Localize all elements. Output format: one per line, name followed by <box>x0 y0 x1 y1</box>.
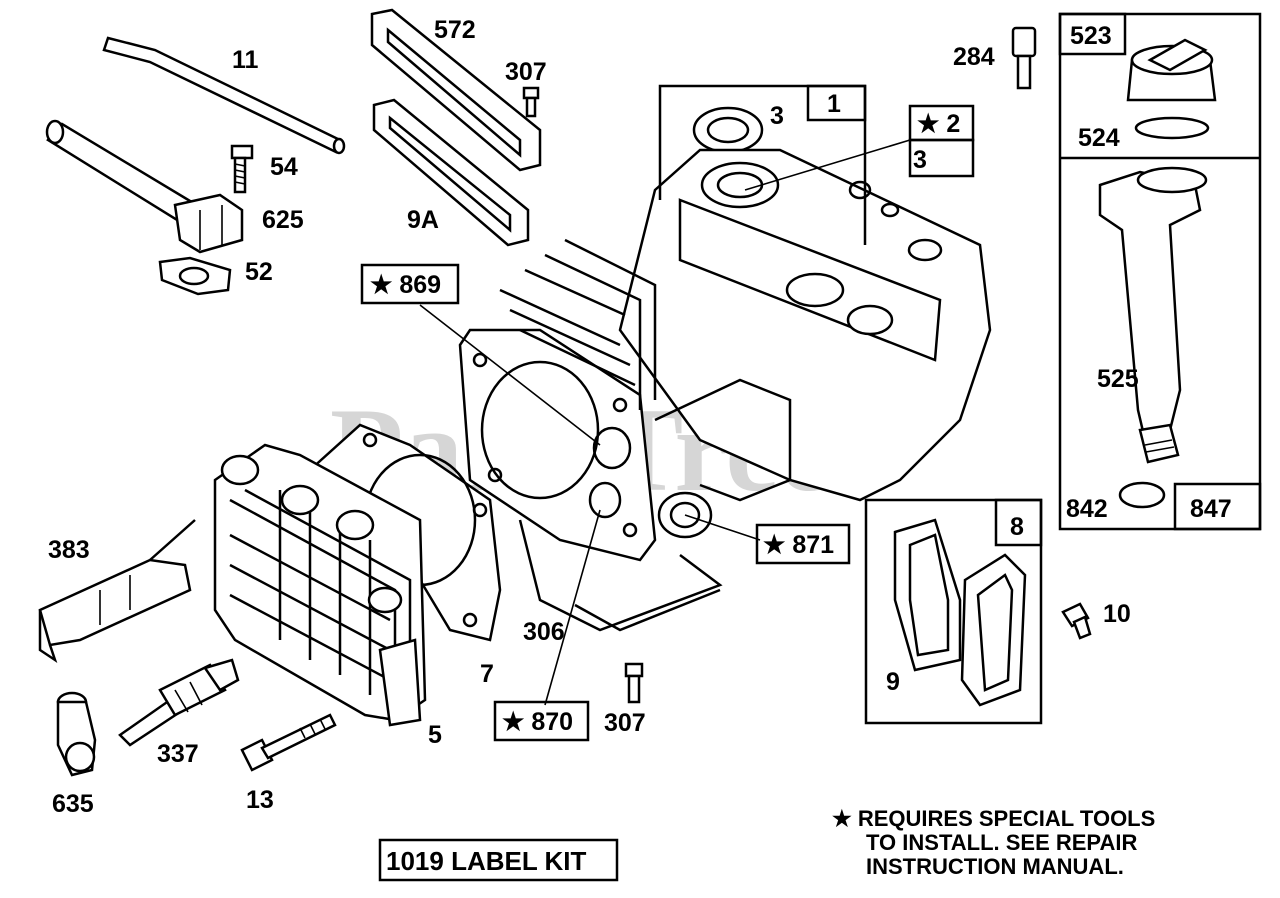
oring-part-524[interactable] <box>1134 116 1210 140</box>
kit-box-8 <box>864 498 1043 725</box>
gasket-part-9a[interactable] <box>372 98 530 247</box>
screw-part-54[interactable] <box>230 144 254 194</box>
cylinder-block[interactable] <box>458 148 992 632</box>
label-part-284: 284 <box>953 43 995 71</box>
oil-cap-part-523[interactable] <box>1126 38 1217 102</box>
label-part-54: 54 <box>270 153 298 181</box>
label-part-871: ★ 871 <box>763 531 834 559</box>
note-line-3: INSTRUCTION MANUAL. <box>866 854 1124 879</box>
label-part-572: 572 <box>434 16 476 44</box>
label-kit-text: 1019 LABEL KIT <box>386 846 586 876</box>
label-part-524: 524 <box>1078 124 1120 152</box>
label-part-13: 13 <box>246 786 274 814</box>
seal-part-3[interactable] <box>692 106 764 154</box>
cover-part-8[interactable] <box>960 553 1027 707</box>
label-part-307-bottom: 307 <box>604 709 646 737</box>
bolt-part-307-top[interactable] <box>522 86 540 118</box>
label-part-1: 1 <box>827 90 841 118</box>
note-line-1: ★ REQUIRES SPECIAL TOOLS <box>832 806 1155 831</box>
label-part-523: 523 <box>1070 22 1112 50</box>
label-part-306: 306 <box>523 618 565 646</box>
label-part-847: 847 <box>1190 495 1232 523</box>
label-part-870: ★ 870 <box>502 708 573 736</box>
label-part-5: 5 <box>428 721 442 749</box>
label-part-635: 635 <box>52 790 94 818</box>
label-part-869: ★ 869 <box>370 271 441 299</box>
label-box-870 <box>493 700 590 742</box>
label-part-2: ★ 2 <box>917 110 960 138</box>
wrench-part-383[interactable] <box>38 519 196 664</box>
oring-part-842[interactable] <box>1118 481 1166 509</box>
label-kit-box <box>378 838 619 882</box>
note-line-2: TO INSTALL. SEE REPAIR <box>866 830 1137 855</box>
leader-lines <box>419 304 761 706</box>
tube-part-11[interactable] <box>102 36 346 155</box>
bolt-part-284[interactable] <box>1011 26 1037 90</box>
label-part-3-box: 3 <box>913 146 927 174</box>
kit-box-1 <box>658 84 975 245</box>
label-part-9a: 9A <box>407 206 439 234</box>
gasket-part-52[interactable] <box>158 256 232 296</box>
label-part-525: 525 <box>1097 365 1139 393</box>
label-part-625: 625 <box>262 206 304 234</box>
label-box-871 <box>755 523 851 565</box>
breather-tube-part-625[interactable] <box>45 119 244 254</box>
dipstick-kit-box <box>1058 12 1262 531</box>
label-part-52: 52 <box>245 258 273 286</box>
label-part-11: 11 <box>232 46 259 74</box>
screw-part-10[interactable] <box>1061 602 1092 640</box>
boot-part-635[interactable] <box>56 691 97 777</box>
label-part-10: 10 <box>1103 600 1131 628</box>
gasket-part-572[interactable] <box>370 8 542 172</box>
label-part-8: 8 <box>1010 513 1024 541</box>
gasket-part-9[interactable] <box>893 518 962 672</box>
spark-plug-part-337[interactable] <box>118 658 240 747</box>
label-part-383: 383 <box>48 536 90 564</box>
bolt-part-307-bottom[interactable] <box>624 662 644 704</box>
label-part-307-top: 307 <box>505 58 547 86</box>
label-box-869 <box>360 263 460 305</box>
label-part-842: 842 <box>1066 495 1108 523</box>
bolt-part-13[interactable] <box>240 713 337 772</box>
dipstick-tube-part-525[interactable] <box>1098 166 1208 464</box>
label-part-7: 7 <box>480 660 494 688</box>
label-part-3-seal: 3 <box>770 102 784 130</box>
cylinder-head-part-5[interactable] <box>213 443 427 727</box>
label-part-337: 337 <box>157 740 199 768</box>
label-part-9: 9 <box>886 668 900 696</box>
